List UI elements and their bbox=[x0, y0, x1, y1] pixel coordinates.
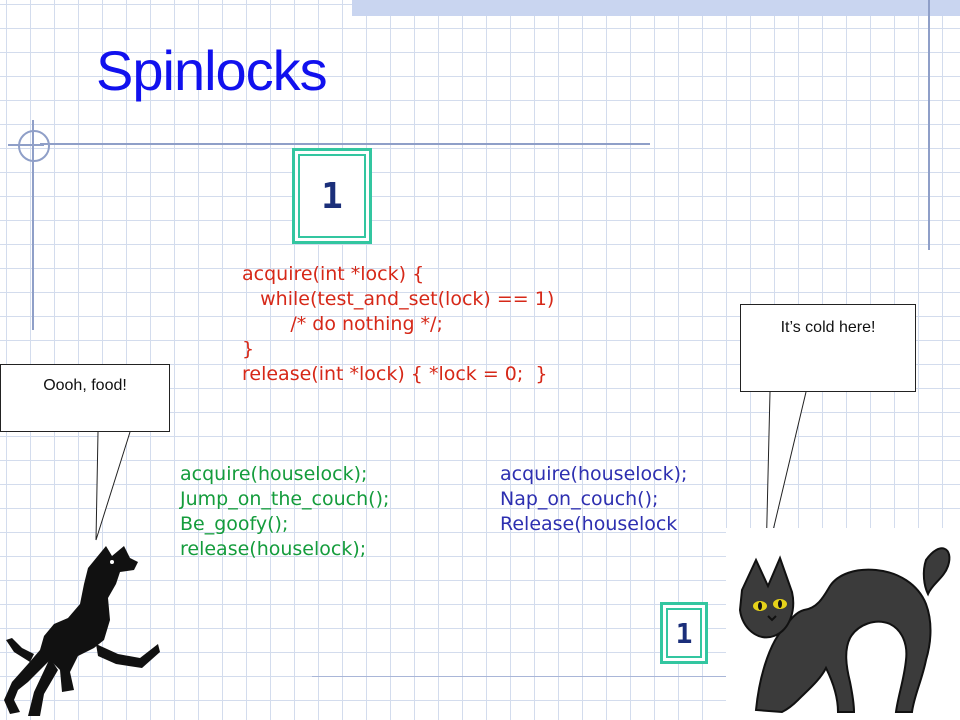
crosshair-circle bbox=[18, 130, 50, 162]
bottom-rule bbox=[312, 676, 732, 677]
dog-speech-bubble: Oooh, food! bbox=[0, 364, 170, 432]
cat-code-line: acquire(houselock); bbox=[500, 463, 688, 485]
lock-counter-bottom: 1 bbox=[660, 602, 708, 664]
spinlock-code: acquire(int *lock) { while(test_and_set(… bbox=[242, 262, 554, 387]
cat-speech-text: It’s cold here! bbox=[780, 319, 876, 336]
dog-code-line: release(houselock); bbox=[180, 538, 367, 560]
dog-code-line: Be_goofy(); bbox=[180, 513, 289, 535]
spinlock-code-line: acquire(int *lock) { bbox=[242, 263, 425, 285]
spinlock-code-line: while(test_and_set(lock) == 1) bbox=[242, 288, 555, 310]
right-rule bbox=[928, 0, 930, 250]
cat-icon bbox=[738, 547, 951, 714]
spinlock-code-line: release(int *lock) { *lock = 0; } bbox=[242, 363, 548, 385]
dog-code: acquire(houselock); Jump_on_the_couch(); B… bbox=[180, 462, 389, 562]
dog-bubble-tail bbox=[95, 431, 131, 541]
dog-icon bbox=[4, 546, 160, 716]
cat-speech-bubble: It’s cold here! bbox=[740, 304, 916, 392]
spinlock-code-line: /* do nothing */; bbox=[242, 313, 443, 335]
lock-counter-top-value: 1 bbox=[321, 175, 343, 217]
spinlock-code-line: } bbox=[242, 338, 255, 360]
header-band bbox=[352, 0, 960, 16]
lock-counter-top: 1 bbox=[292, 148, 372, 244]
lock-counter-bottom-value: 1 bbox=[675, 616, 693, 650]
cat-code-line: Nap_on_couch(); bbox=[500, 488, 659, 510]
slide-title: Spinlocks bbox=[96, 39, 328, 102]
cat-code-line: Release(houselock bbox=[500, 513, 678, 535]
crosshair-vertical bbox=[32, 120, 34, 330]
dog-code-line: Jump_on_the_couch(); bbox=[180, 488, 390, 510]
cat-code: acquire(houselock); Nap_on_couch(); Releas… bbox=[500, 462, 687, 537]
title-underline bbox=[40, 143, 650, 145]
dog-code-line: acquire(houselock); bbox=[180, 463, 368, 485]
dog-speech-text: Oooh, food! bbox=[43, 377, 127, 394]
